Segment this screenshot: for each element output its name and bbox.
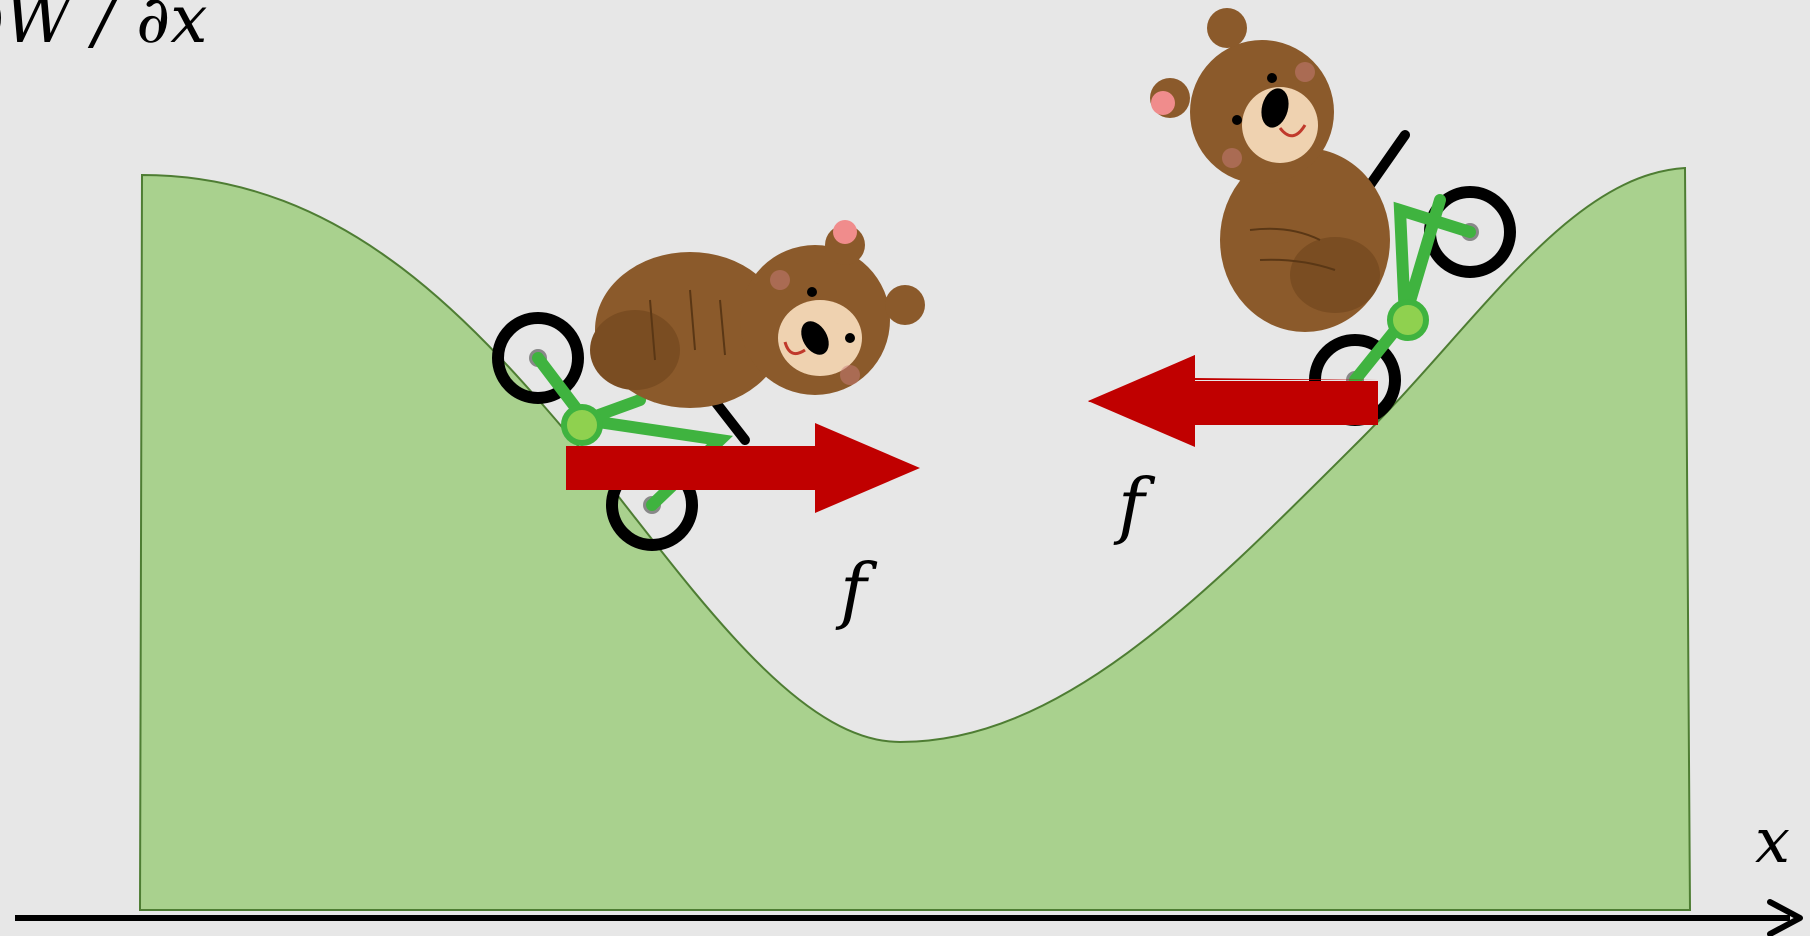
bear-on-bicycle-right-icon: [1150, 8, 1516, 426]
partial-derivative-label: ∂W / ∂x: [0, 0, 208, 58]
force-label-right: f: [1113, 463, 1156, 547]
force-arrow-right: [566, 423, 920, 513]
bear-on-bicycle-left-icon: [492, 220, 925, 551]
force-label-left: f: [835, 548, 878, 632]
x-axis-label: x: [1755, 804, 1790, 877]
x-axis-arrowhead: [1767, 899, 1803, 936]
force-arrow-left-body: [1088, 355, 1378, 447]
potential-hill: [138, 166, 1692, 911]
